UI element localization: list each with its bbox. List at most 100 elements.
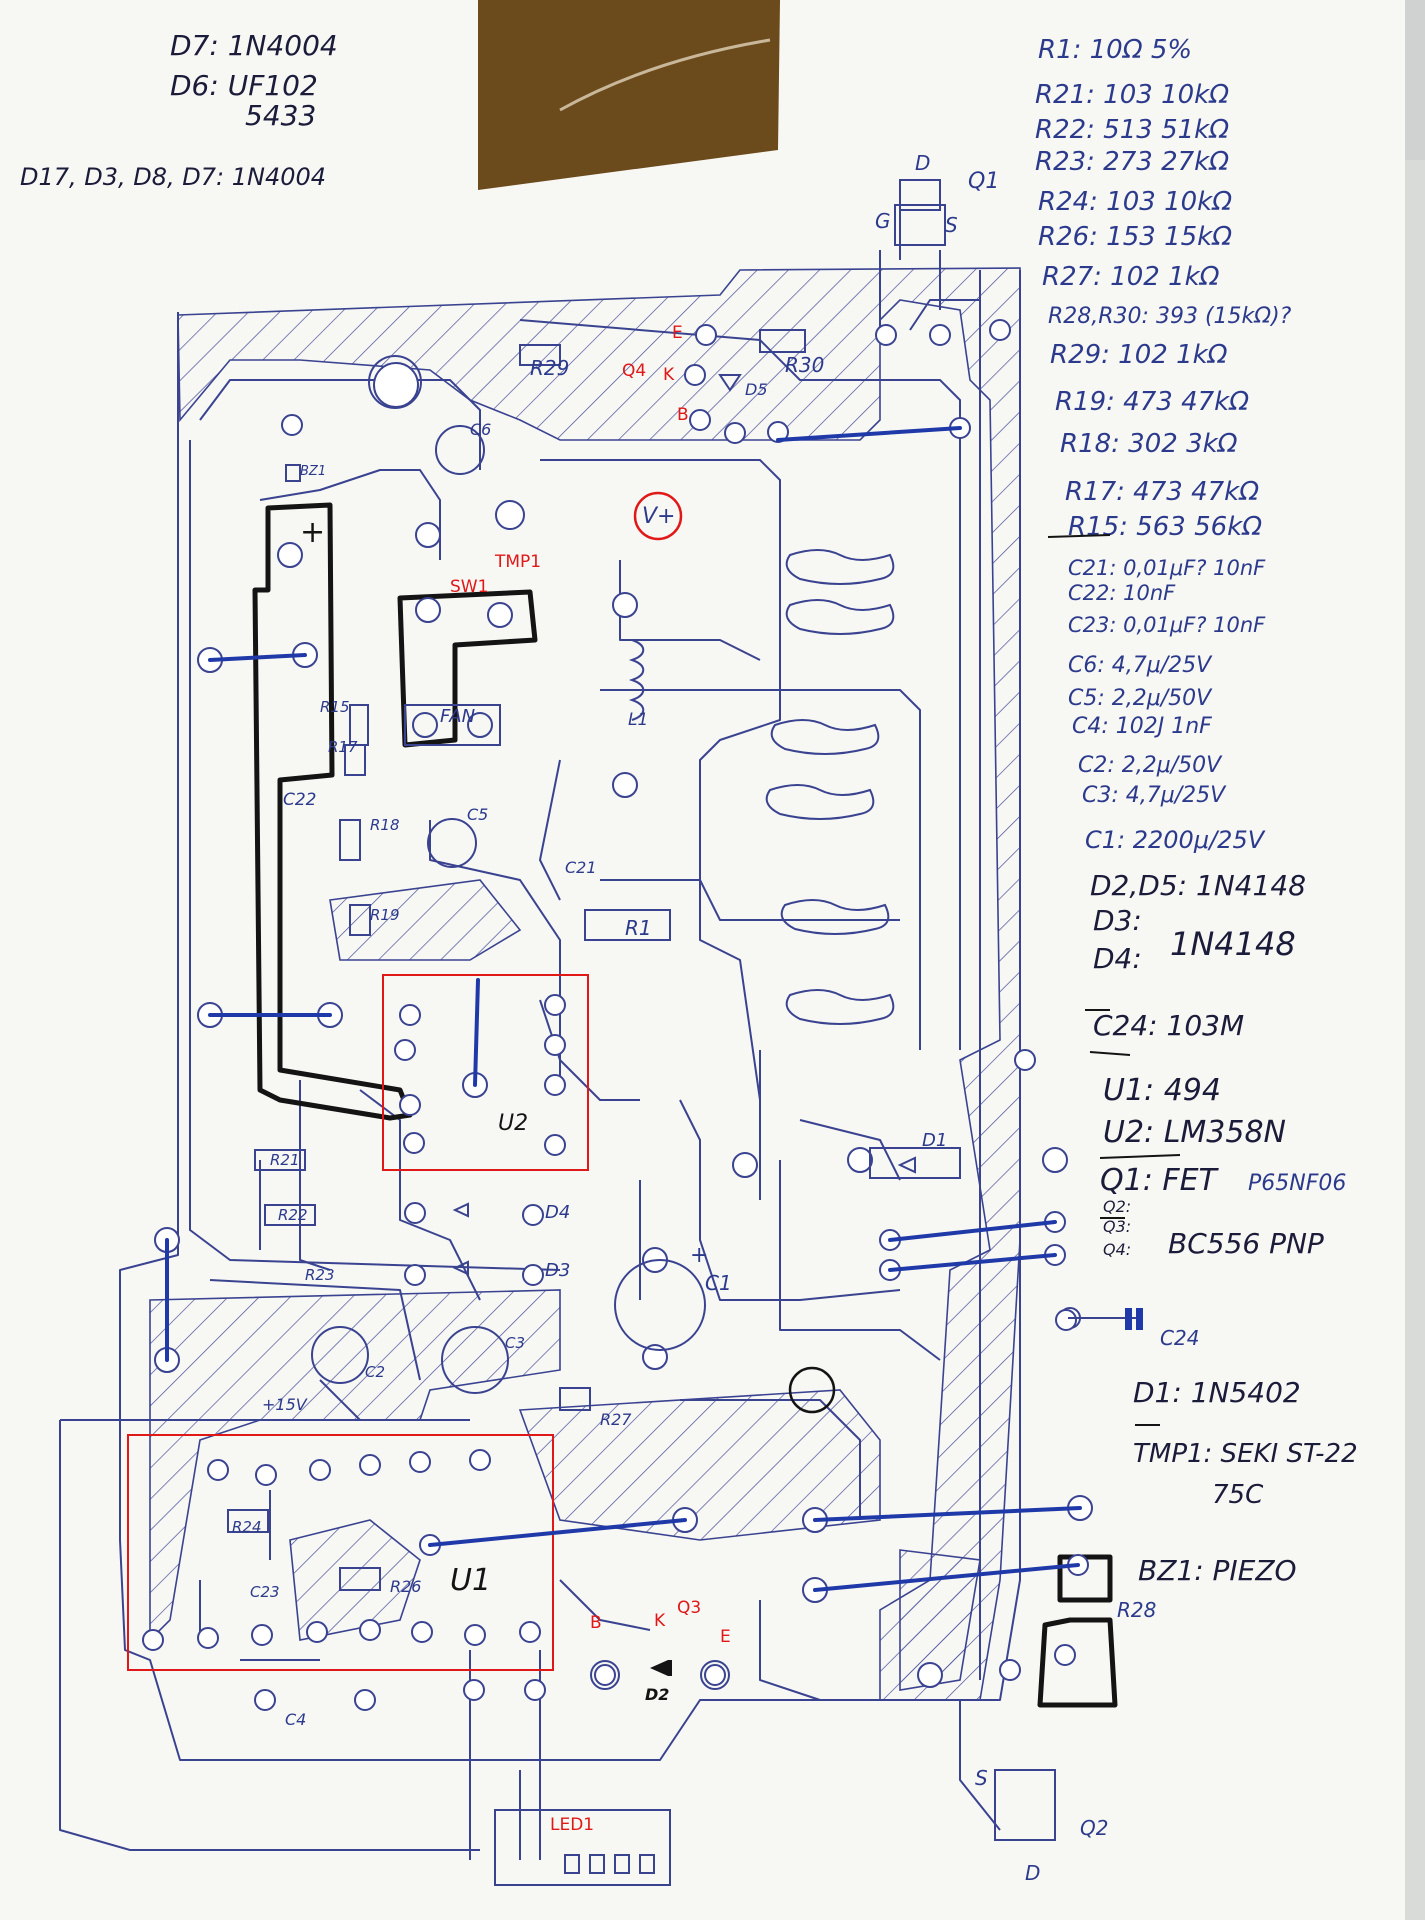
- d2-symbol: [650, 1660, 672, 1676]
- part-q1-value: P65NF06: [1248, 1171, 1346, 1196]
- c24-capacitor: [1125, 1308, 1143, 1330]
- label-r23: R23: [305, 1266, 335, 1284]
- r21-body: [254, 1149, 306, 1171]
- label-q2-s: S: [975, 1766, 988, 1790]
- r18-body: [339, 819, 361, 861]
- slot-pads: [765, 549, 895, 1025]
- part-d4: D4:: [1093, 942, 1142, 975]
- label-vplus: V+: [642, 504, 675, 529]
- q1-tab: [899, 179, 941, 211]
- label-r24: R24: [232, 1518, 262, 1536]
- part-r24: R24: 103 10kΩ: [1038, 187, 1232, 217]
- c6-body: [435, 425, 485, 475]
- label-c21: C21: [565, 858, 597, 877]
- label-c4: C4: [285, 1710, 306, 1729]
- part-q1: Q1: FET: [1100, 1163, 1220, 1198]
- u2-outline: [382, 974, 589, 1171]
- parts-list-underlines: [1047, 534, 1181, 1426]
- label-r17: R17: [328, 738, 358, 756]
- label-q4-b: B: [677, 405, 689, 425]
- c2-body: [311, 1326, 369, 1384]
- label-r22: R22: [278, 1206, 308, 1224]
- r21-top-body: [285, 464, 301, 482]
- c5-body: [427, 818, 477, 868]
- label-r21: R21: [270, 1151, 300, 1169]
- tape-glare: [559, 38, 771, 112]
- u1-outline: [127, 1434, 554, 1671]
- r17-body: [344, 744, 366, 776]
- label-plus-terminal: +: [300, 515, 325, 550]
- label-r19: R19: [370, 906, 400, 924]
- part-r22: R22: 513 51kΩ: [1035, 115, 1229, 145]
- part-q3: Q3:: [1103, 1217, 1131, 1236]
- note-diodes: D17, D3, D8, D7: 1N4004: [20, 163, 326, 191]
- r19-body: [349, 904, 371, 936]
- part-c6: C6: 4,7μ/25V: [1068, 653, 1213, 678]
- label-c1-plus: +: [690, 1243, 708, 1268]
- d5-symbol: [718, 374, 742, 392]
- part-c5: C5: 2,2μ/50V: [1068, 686, 1213, 711]
- label-r15: R15: [320, 698, 350, 716]
- part-d3-d4-value: 1N4148: [1170, 925, 1296, 963]
- mounting-hole: [368, 355, 422, 409]
- label-d1: D1: [922, 1130, 947, 1151]
- part-c4: C4: 102J 1nF: [1072, 714, 1212, 739]
- top-left-notes: D7: 1N4004 D6: UF102 5433 D17, D3, D8, D…: [20, 29, 338, 191]
- label-u2: U2: [498, 1111, 528, 1136]
- q2-body: [994, 1769, 1056, 1841]
- label-r28: R28: [1117, 1598, 1156, 1622]
- label-q3-e: E: [720, 1627, 731, 1647]
- r1-body: [584, 909, 671, 941]
- label-d2: D2: [645, 1685, 669, 1704]
- pads: [142, 319, 1093, 1711]
- part-r29: R29: 102 1kΩ: [1050, 340, 1228, 370]
- r27-body: [559, 1387, 591, 1411]
- label-q1-d: D: [915, 151, 930, 175]
- ground-symbol-circle: [788, 1366, 836, 1414]
- jumper-wires: [165, 426, 1082, 1592]
- label-d5: D5: [745, 380, 768, 399]
- part-c3: C3: 4,7μ/25V: [1082, 783, 1227, 808]
- label-q2-d: D: [1025, 1861, 1040, 1885]
- d4-symbol: [452, 1202, 469, 1218]
- label-d4: D4: [545, 1202, 570, 1223]
- label-q4: Q4: [622, 361, 646, 381]
- r26-body: [339, 1567, 381, 1591]
- note-d6-code: 5433: [245, 99, 316, 132]
- components: [227, 179, 1140, 1886]
- part-tmp1-temp: 75C: [1212, 1480, 1264, 1510]
- r22-body: [264, 1204, 316, 1226]
- label-r26: R26: [390, 1577, 421, 1596]
- part-q-value: BC556 PNP: [1168, 1227, 1324, 1260]
- label-q2: Q2: [1080, 1816, 1108, 1840]
- ground-plane-hatching: [149, 267, 1021, 1701]
- part-r23: R23: 273 27kΩ: [1035, 147, 1229, 177]
- label-d3: D3: [545, 1260, 570, 1281]
- label-l1: L1: [628, 710, 648, 730]
- part-r28-r30: R28,R30: 393 (15kΩ)?: [1048, 304, 1292, 329]
- label-c24: C24: [1160, 1326, 1199, 1350]
- parts-list: R1: 10Ω 5% R21: 103 10kΩ R22: 513 51kΩ R…: [1035, 35, 1292, 854]
- label-q1-s: S: [945, 213, 958, 237]
- red-annotations: E Q4 K B TMP1 SW1 Q3 B K E LED1: [450, 323, 731, 1835]
- part-d3: D3:: [1093, 904, 1142, 937]
- part-bz1: BZ1: PIEZO: [1138, 1554, 1297, 1587]
- part-u2: U2: LM358N: [1103, 1115, 1286, 1150]
- label-c23: C23: [250, 1583, 280, 1601]
- d1-body: [869, 1147, 961, 1179]
- part-q4: Q4:: [1103, 1240, 1131, 1259]
- label-u1: U1: [450, 1563, 491, 1598]
- note-d7: D7: 1N4004: [170, 29, 338, 62]
- label-led1: LED1: [550, 1815, 594, 1835]
- label-q3-b: B: [590, 1613, 602, 1633]
- l1-coil: [628, 639, 645, 721]
- part-r26: R26: 153 15kΩ: [1038, 222, 1232, 252]
- part-c1: C1: 2200μ/25V: [1085, 826, 1266, 854]
- ic-outlines: [127, 974, 589, 1671]
- label-q4-k: K: [663, 365, 675, 385]
- part-c23: C23: 0,01μF? 10nF: [1068, 613, 1266, 637]
- label-c5: C5: [467, 805, 488, 824]
- tape-piece: [478, 0, 780, 190]
- label-q3: Q3: [677, 1598, 701, 1618]
